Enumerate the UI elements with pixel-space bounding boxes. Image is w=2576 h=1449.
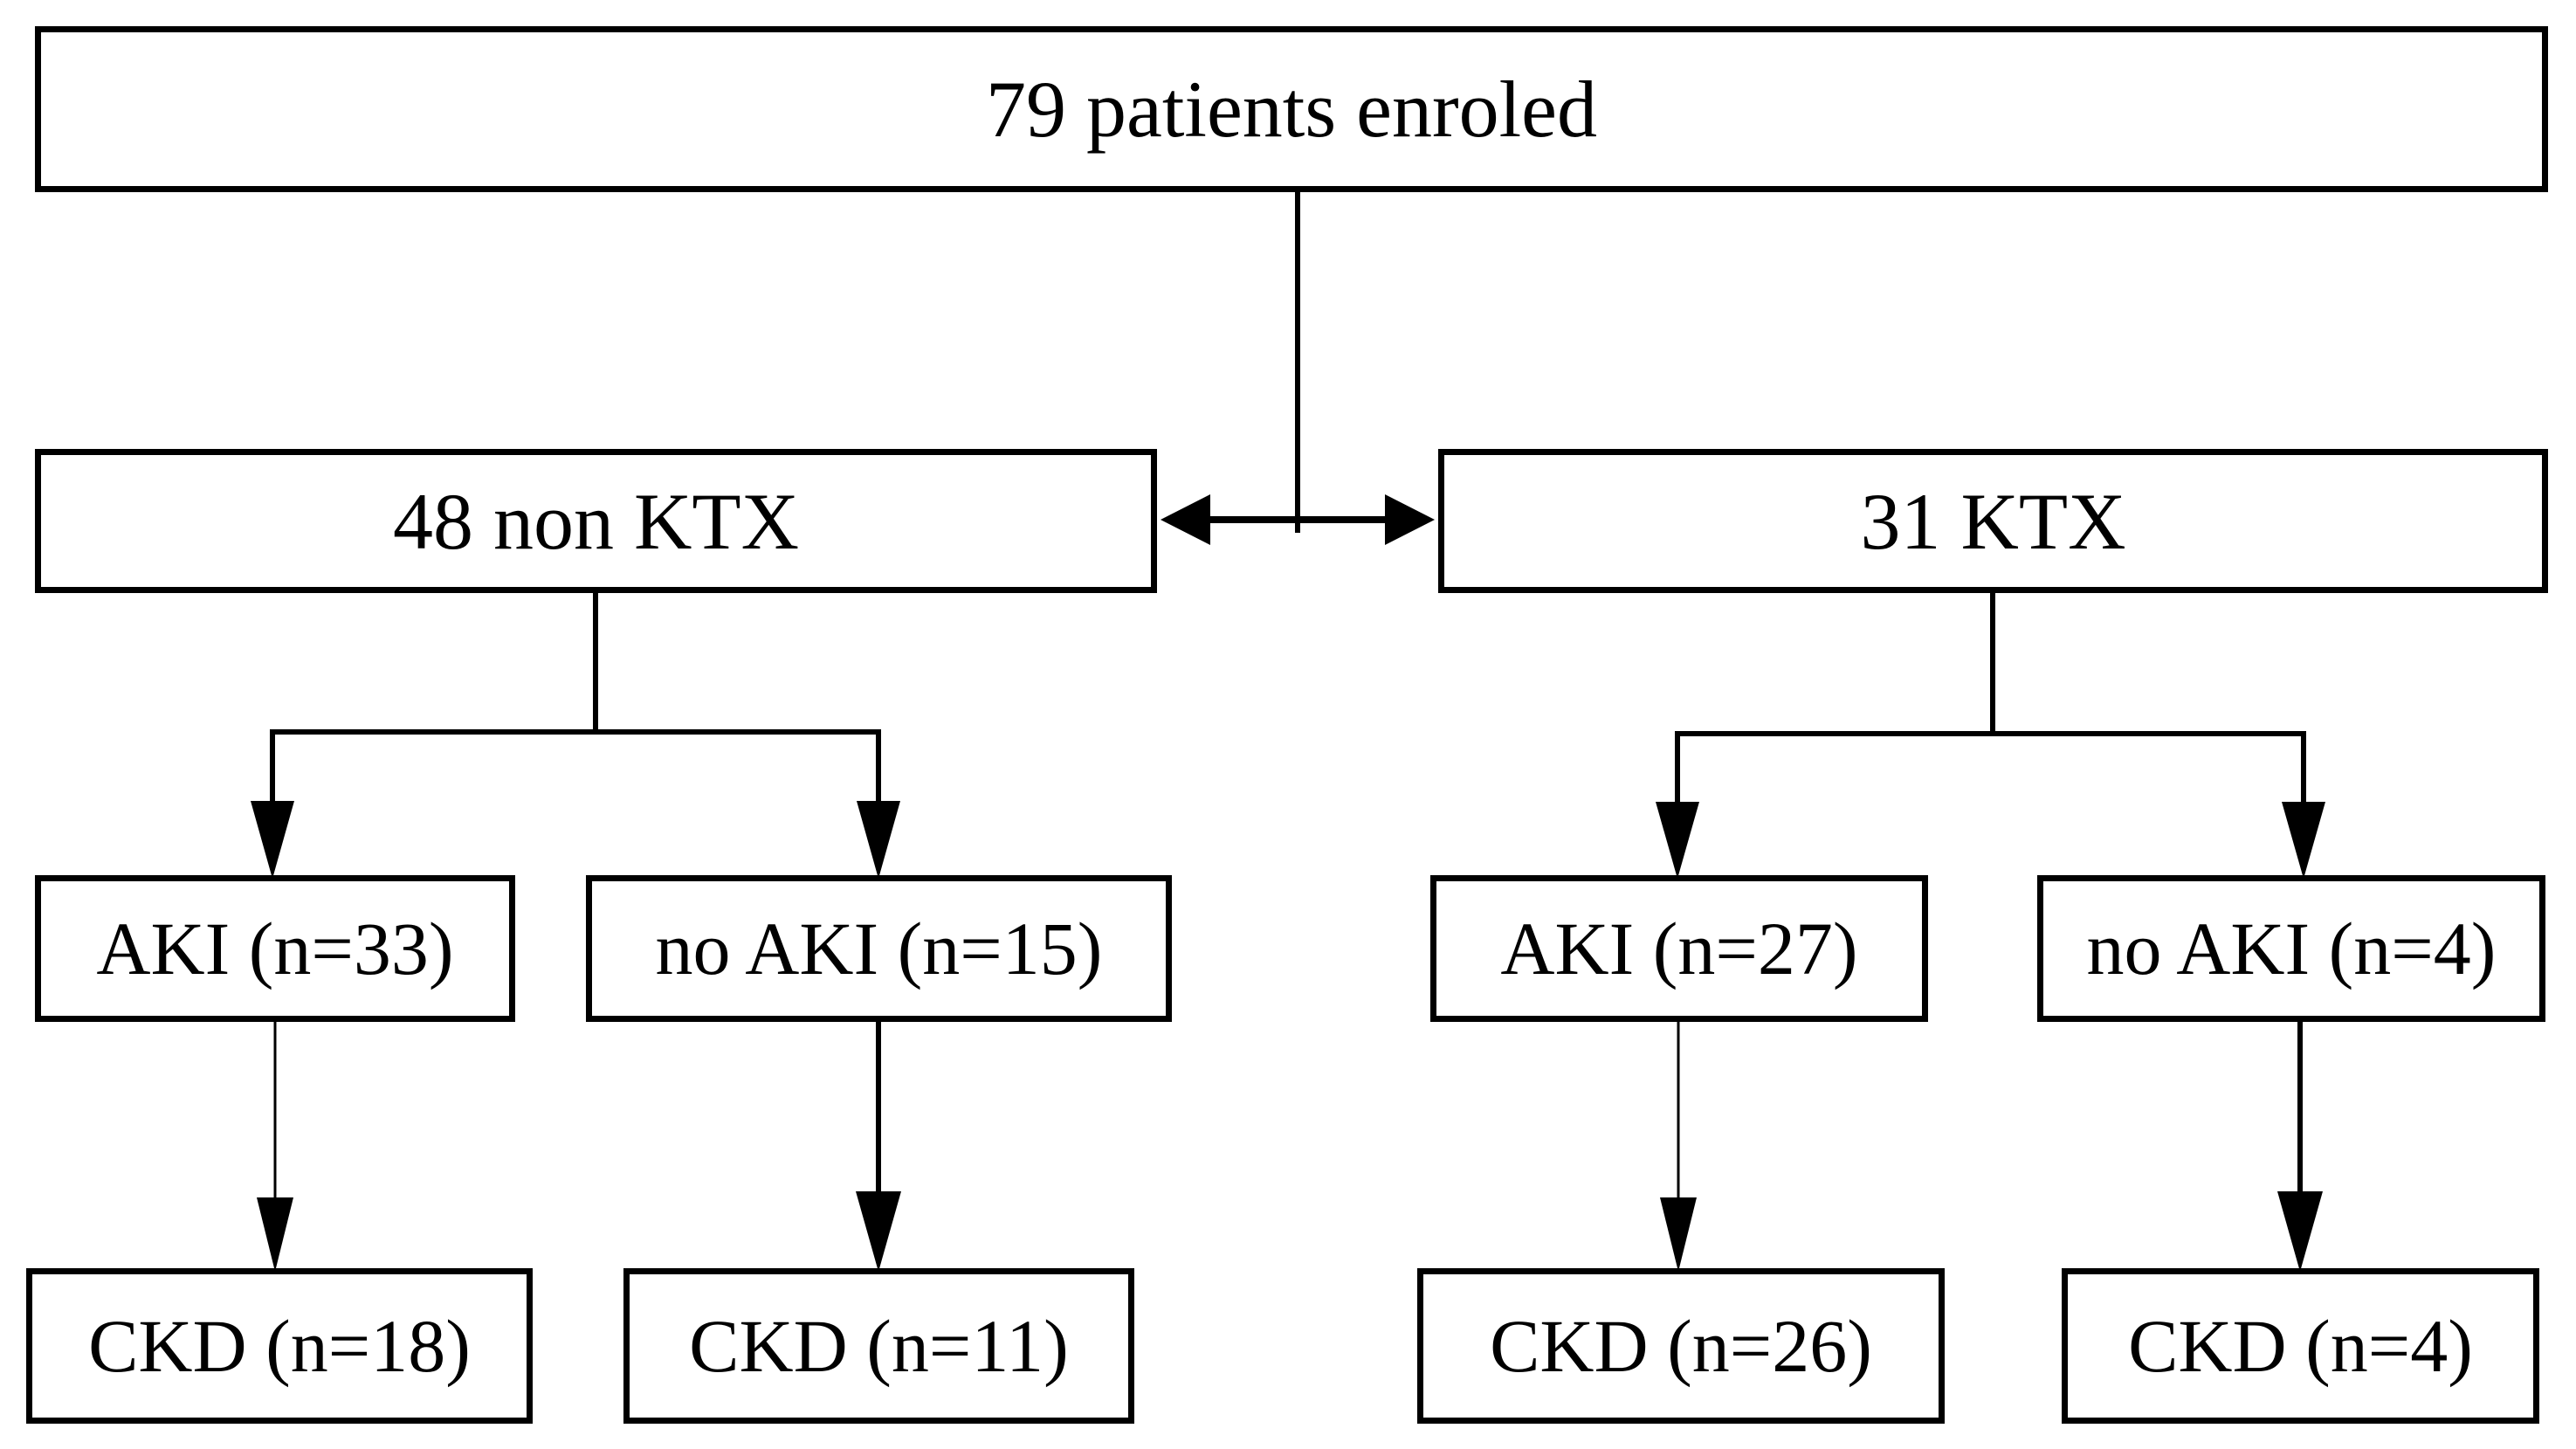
node-ktx-no-aki-ckd-label: CKD (n=4) (2128, 1304, 2473, 1388)
node-non-ktx-aki: AKI (n=33) (35, 875, 515, 1022)
node-ktx-no-aki-label: no AKI (n=4) (2086, 907, 2497, 990)
arrowhead-into-ktx-aki (1656, 802, 1699, 879)
node-non-ktx-aki-label: AKI (n=33) (96, 907, 454, 990)
node-non-ktx-no-aki-ckd-label: CKD (n=11) (689, 1304, 1069, 1388)
node-non-ktx-no-aki-ckd: CKD (n=11) (623, 1268, 1134, 1424)
node-ktx-aki-label: AKI (n=27) (1500, 907, 1858, 990)
node-ktx-aki-ckd: CKD (n=26) (1417, 1268, 1945, 1424)
node-ktx-label: 31 KTX (1860, 476, 2126, 566)
node-ktx-aki: AKI (n=27) (1430, 875, 1928, 1022)
node-non-ktx-no-aki: no AKI (n=15) (586, 875, 1172, 1022)
node-ktx-no-aki-ckd: CKD (n=4) (2062, 1268, 2539, 1424)
node-non-ktx-label: 48 non KTX (392, 476, 800, 566)
arrowhead-into-non-ktx-no-aki (857, 801, 900, 879)
arrowhead-into-non-ktx-no-aki-ckd (856, 1191, 901, 1272)
arrowhead-left-into-non-ktx (1161, 494, 1210, 545)
arrowhead-into-non-ktx-aki-ckd (257, 1197, 293, 1272)
node-non-ktx: 48 non KTX (35, 449, 1157, 593)
node-enrolled: 79 patients enroled (35, 26, 2548, 192)
node-non-ktx-aki-ckd-label: CKD (n=18) (88, 1304, 471, 1388)
node-enrolled-label: 79 patients enroled (985, 65, 1598, 154)
arrowhead-right-into-ktx (1385, 494, 1435, 545)
arrowhead-into-non-ktx-aki (251, 801, 294, 879)
node-ktx-no-aki: no AKI (n=4) (2037, 875, 2545, 1022)
arrowhead-into-ktx-no-aki (2282, 802, 2325, 879)
arrowhead-into-ktx-aki-ckd (1660, 1197, 1697, 1272)
node-ktx: 31 KTX (1438, 449, 2548, 593)
node-ktx-aki-ckd-label: CKD (n=26) (1490, 1304, 1872, 1388)
node-non-ktx-no-aki-label: no AKI (n=15) (655, 907, 1103, 990)
node-non-ktx-aki-ckd: CKD (n=18) (26, 1268, 533, 1424)
arrowhead-into-ktx-no-aki-ckd (2277, 1191, 2323, 1272)
